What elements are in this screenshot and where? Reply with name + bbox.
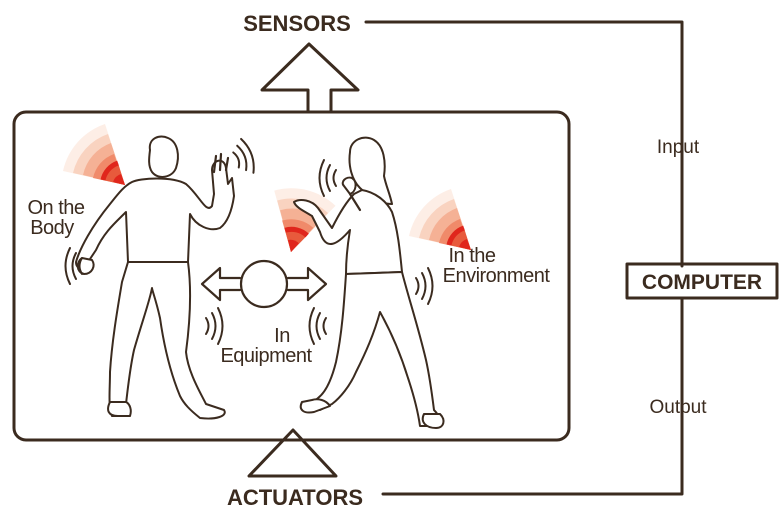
input-label: Input (657, 137, 700, 158)
signal-wave-icon (409, 189, 471, 250)
actuators-output-line (381, 296, 684, 496)
on-the-body-label-line2: Body (30, 217, 74, 239)
sensors-input-line (364, 20, 684, 268)
output-label: Output (649, 397, 707, 418)
on-the-body-label-line1: On the (27, 197, 84, 219)
in-the-environment-label-line2: Environment (443, 265, 551, 287)
ball-icon (239, 259, 289, 309)
signal-wave-icon (63, 124, 125, 185)
in-equipment-label-line2: Equipment (220, 345, 312, 367)
woman-figure (293, 136, 445, 429)
vibration-icon (318, 159, 337, 197)
actuators-label: ACTUATORS (227, 485, 363, 510)
sensors-label: SENSORS (243, 11, 351, 36)
vibration-icon (205, 307, 224, 345)
computer-label: COMPUTER (642, 271, 762, 294)
scene-frame (12, 110, 571, 442)
computer-box (625, 262, 779, 300)
in-equipment-label-line1: In (274, 325, 290, 347)
sensors-up-arrow (260, 42, 360, 114)
equipment-ball-with-arrows (200, 259, 328, 309)
vibration-icon (228, 136, 259, 178)
actuators-up-arrow (247, 428, 338, 478)
vibration-icon (308, 307, 327, 345)
in-the-environment-label-line1: In the (448, 245, 495, 267)
vibration-icon (415, 267, 434, 305)
man-figure (75, 135, 235, 420)
